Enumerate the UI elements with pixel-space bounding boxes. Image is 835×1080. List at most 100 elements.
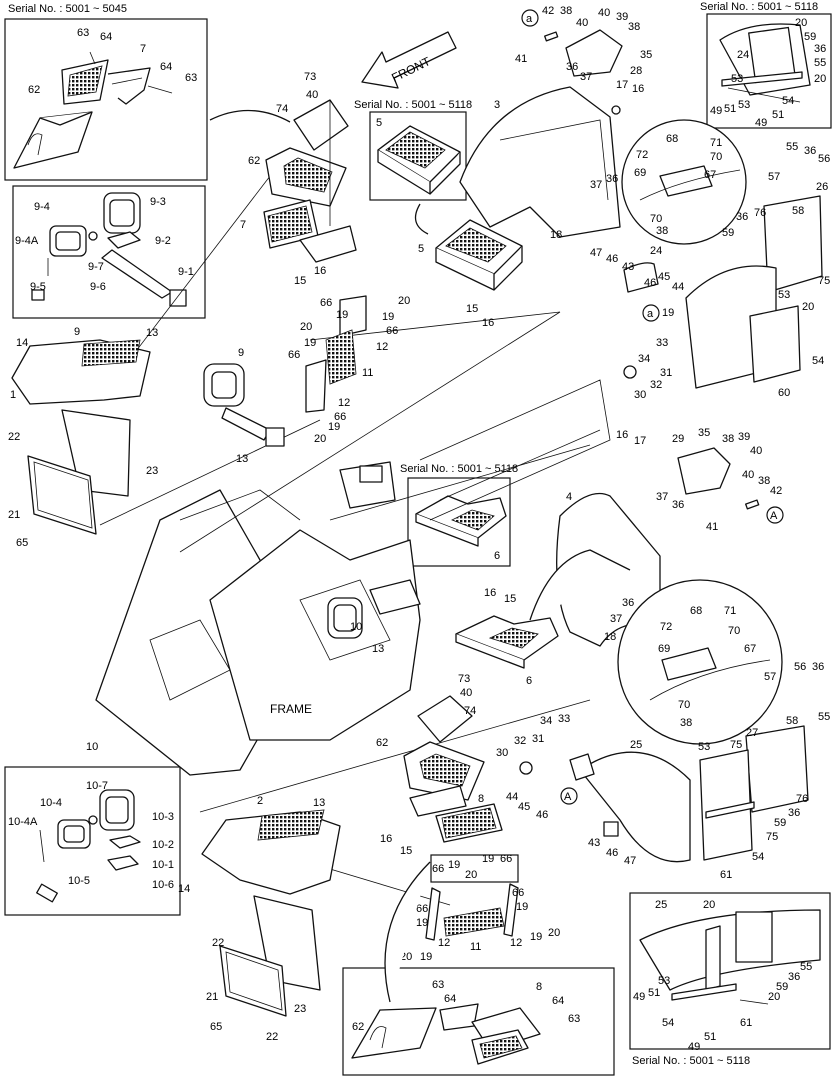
upper-right-inset-drawing xyxy=(719,23,811,103)
part-label-24b: 24 xyxy=(650,245,662,257)
part-label-31a: 31 xyxy=(660,367,672,379)
part-label-60: 60 xyxy=(778,387,790,399)
part-label-39a: 39 xyxy=(616,11,628,23)
part-label-9-3: 9-3 xyxy=(150,196,166,208)
part-label-71b: 71 xyxy=(724,605,736,617)
part-label-47a: 47 xyxy=(590,247,602,259)
serial-label-5118-b: Serial No. : 5001 ~ 5118 xyxy=(700,1,818,13)
part-label-10-4: 10-4 xyxy=(40,797,62,809)
step-5-inset-drawing xyxy=(377,125,461,195)
part-label-62a: 62 xyxy=(28,84,40,96)
part-label-68a: 68 xyxy=(666,133,678,145)
part-label-37b: 37 xyxy=(580,71,592,83)
part-label-46d: 46 xyxy=(606,847,618,859)
part-label-66e: 66 xyxy=(500,853,512,865)
part-label-55a: 55 xyxy=(814,57,826,69)
part-label-32b: 32 xyxy=(514,735,526,747)
work-lamp-9-assembly xyxy=(31,192,187,307)
part-label-63d: 63 xyxy=(568,1013,580,1025)
part-label-16d: 16 xyxy=(484,587,496,599)
part-label-59c: 59 xyxy=(722,227,734,239)
part-label-10a: 10 xyxy=(86,741,98,753)
fender-1 xyxy=(11,339,151,535)
part-label-54d: 54 xyxy=(752,851,764,863)
part-label-37a: 37 xyxy=(590,179,602,191)
work-lamp-10-assembly xyxy=(36,789,141,903)
part-label-55c: 55 xyxy=(786,141,798,153)
part-label-57a: 57 xyxy=(768,171,780,183)
part-label-38e: 38 xyxy=(758,475,770,487)
part-label-45b: 45 xyxy=(518,801,530,813)
fender-2 xyxy=(201,809,341,1017)
part-label-36a: 36 xyxy=(814,43,826,55)
part-label-63b: 63 xyxy=(185,72,197,84)
part-label-9-6: 9-6 xyxy=(90,281,106,293)
callout-upper-A-right: A xyxy=(770,510,778,522)
part-label-32a: 32 xyxy=(650,379,662,391)
part-label-10-6: 10-6 xyxy=(152,879,174,891)
part-label-62b: 62 xyxy=(352,1021,364,1033)
part-label-20b: 20 xyxy=(814,73,826,85)
part-label-70d: 70 xyxy=(678,699,690,711)
part-label-20k: 20 xyxy=(548,927,560,939)
step-6-main xyxy=(455,615,559,669)
part-label-49c: 49 xyxy=(633,991,645,1003)
fender-3 xyxy=(459,86,621,238)
part-label-64c: 64 xyxy=(444,993,456,1005)
part-label-74b: 74 xyxy=(464,705,476,717)
leader-arrow-bottom xyxy=(384,861,431,1003)
part-label-23b: 23 xyxy=(294,1003,306,1015)
part-label-22a: 22 xyxy=(8,431,20,443)
part-label-74a: 74 xyxy=(276,103,288,115)
part-label-54a: 54 xyxy=(782,95,794,107)
part-label-62d: 62 xyxy=(376,737,388,749)
part-label-68b: 68 xyxy=(690,605,702,617)
serial-label-5045: Serial No. : 5001 ~ 5045 xyxy=(8,3,127,15)
part-label-24a: 24 xyxy=(737,49,749,61)
part-label-65a: 65 xyxy=(16,537,28,549)
part-label-41b: 41 xyxy=(706,521,718,533)
inset-box-lamp-10 xyxy=(4,766,181,916)
part-label-6a: 6 xyxy=(494,550,500,562)
part-label-15d: 15 xyxy=(400,845,412,857)
part-label-19c: 19 xyxy=(304,337,316,349)
part-label-72b: 72 xyxy=(660,621,672,633)
part-label-49d: 49 xyxy=(688,1041,700,1053)
part-label-12d: 12 xyxy=(510,937,522,949)
part-label-19j: 19 xyxy=(420,951,432,963)
part-label-36b: 36 xyxy=(788,971,800,983)
rear-panel-26-60: a xyxy=(623,195,823,389)
part-label-38c: 38 xyxy=(656,225,668,237)
part-label-72a: 72 xyxy=(636,149,648,161)
part-label-35a: 35 xyxy=(640,49,652,61)
part-label-55b: 55 xyxy=(800,961,812,973)
part-label-19a: 19 xyxy=(336,309,348,321)
part-label-36f: 36 xyxy=(736,211,748,223)
callout-upper-A-lower: A xyxy=(564,791,572,803)
part-label-22b: 22 xyxy=(212,937,224,949)
part-label-41a: 41 xyxy=(515,53,527,65)
work-lamp-10-main xyxy=(327,597,363,639)
callout-lower-a-top: a xyxy=(526,13,533,25)
part-label-18b: 18 xyxy=(604,631,616,643)
part-label-36d: 36 xyxy=(566,61,578,73)
part-label-64d: 64 xyxy=(552,995,564,1007)
part-label-25b: 25 xyxy=(655,899,667,911)
part-label-51b: 51 xyxy=(772,109,784,121)
part-label-46a: 46 xyxy=(606,253,618,265)
part-label-66a: 66 xyxy=(320,297,332,309)
part-label-76a: 76 xyxy=(754,207,766,219)
part-label-69a: 69 xyxy=(634,167,646,179)
step-assembly-bottom-drawing xyxy=(351,1003,541,1065)
part-label-15b: 15 xyxy=(466,303,478,315)
part-label-19d: 19 xyxy=(328,421,340,433)
part-label-36c: 36 xyxy=(606,173,618,185)
part-label-75a: 75 xyxy=(818,275,830,287)
part-label-37c: 37 xyxy=(610,613,622,625)
part-label-54c: 54 xyxy=(812,355,824,367)
part-label-44a: 44 xyxy=(672,281,684,293)
part-label-63a: 63 xyxy=(77,27,89,39)
part-label-35b: 35 xyxy=(698,427,710,439)
part-label-38a: 38 xyxy=(560,5,572,17)
part-label-20g: 20 xyxy=(314,433,326,445)
